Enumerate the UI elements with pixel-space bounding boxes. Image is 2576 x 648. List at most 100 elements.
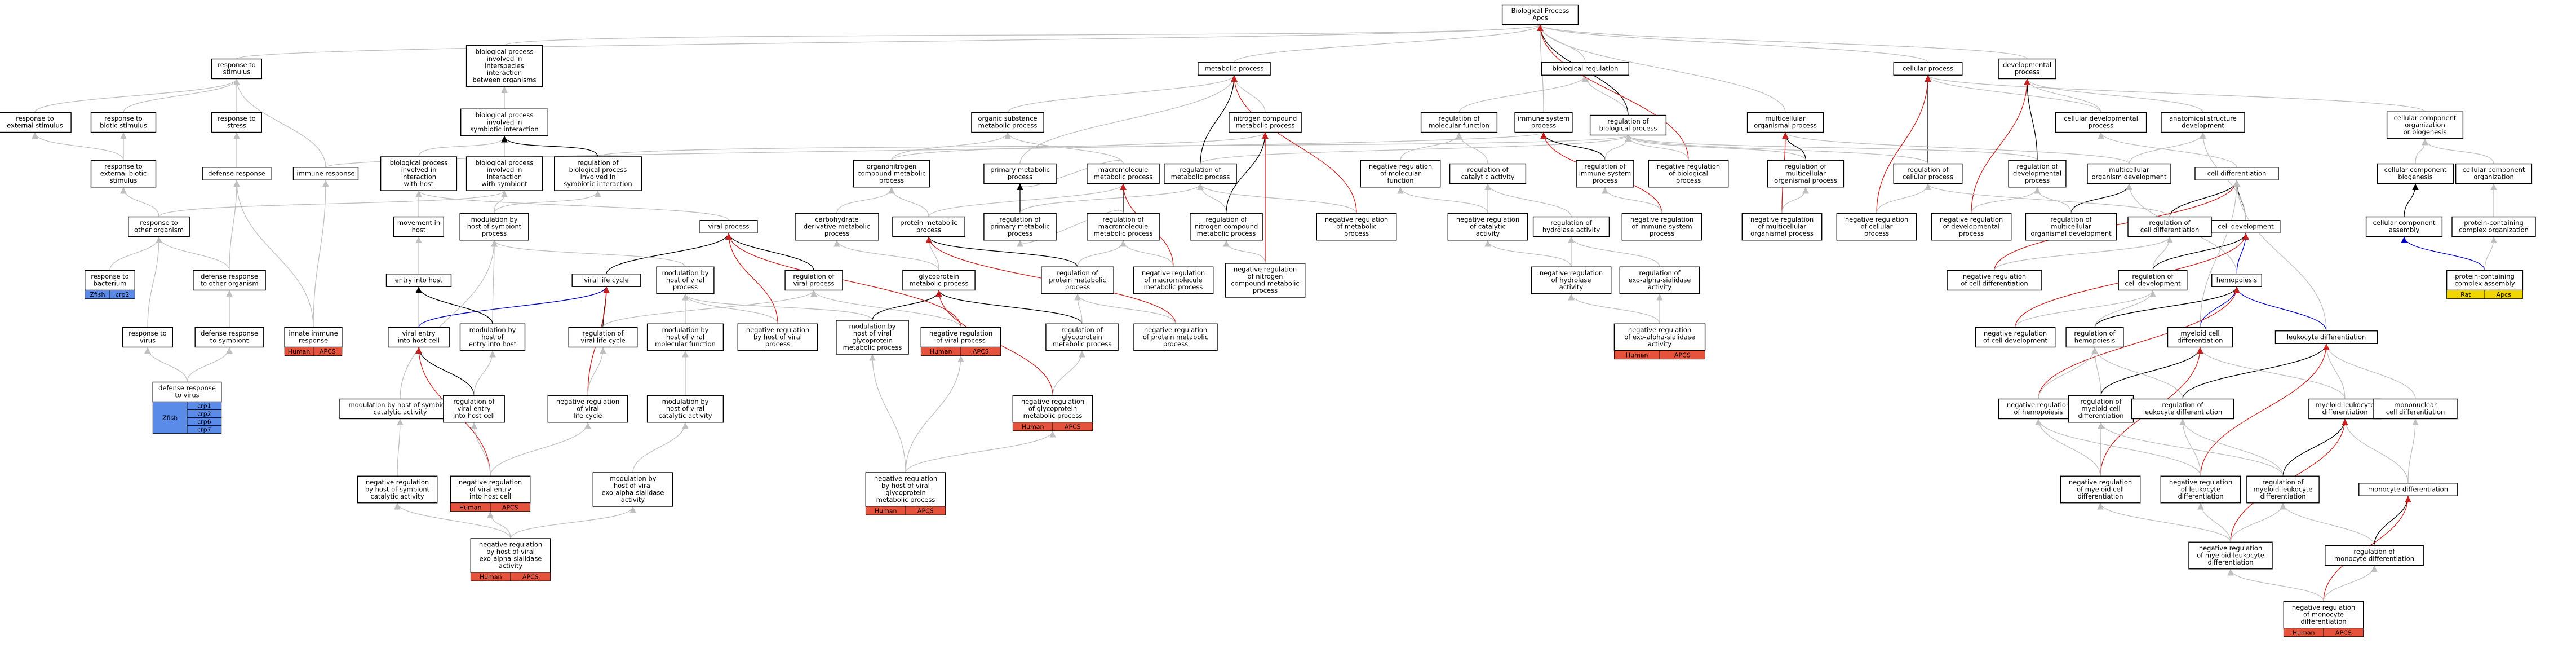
- go-term-leuko_diff[interactable]: leukocyte differentiation: [2274, 330, 2378, 344]
- go-term-entry[interactable]: entry into host: [385, 274, 452, 287]
- go-term-mod_cat[interactable]: modulation by host of symbiontcatalytic …: [339, 398, 461, 420]
- go-term-monocyte_diff[interactable]: monocyte differentiation: [2358, 483, 2458, 496]
- go-term-cellular[interactable]: cellular process: [1893, 62, 1963, 76]
- go-term-viral_proc[interactable]: viral process: [699, 220, 758, 233]
- go-term-cell_develop[interactable]: cell development: [2211, 220, 2281, 233]
- go-term-imm_resp[interactable]: immune response: [292, 167, 359, 180]
- go-term-def_resp[interactable]: defense response: [202, 167, 272, 180]
- go-term-bioreg[interactable]: biological regulation: [1541, 62, 1629, 76]
- go-term-hemopoiesis[interactable]: hemopoiesis: [2211, 274, 2262, 287]
- go-term-cell_diff[interactable]: cell differentiation: [2194, 167, 2279, 180]
- go-term-metab[interactable]: metabolic process: [1198, 62, 1271, 76]
